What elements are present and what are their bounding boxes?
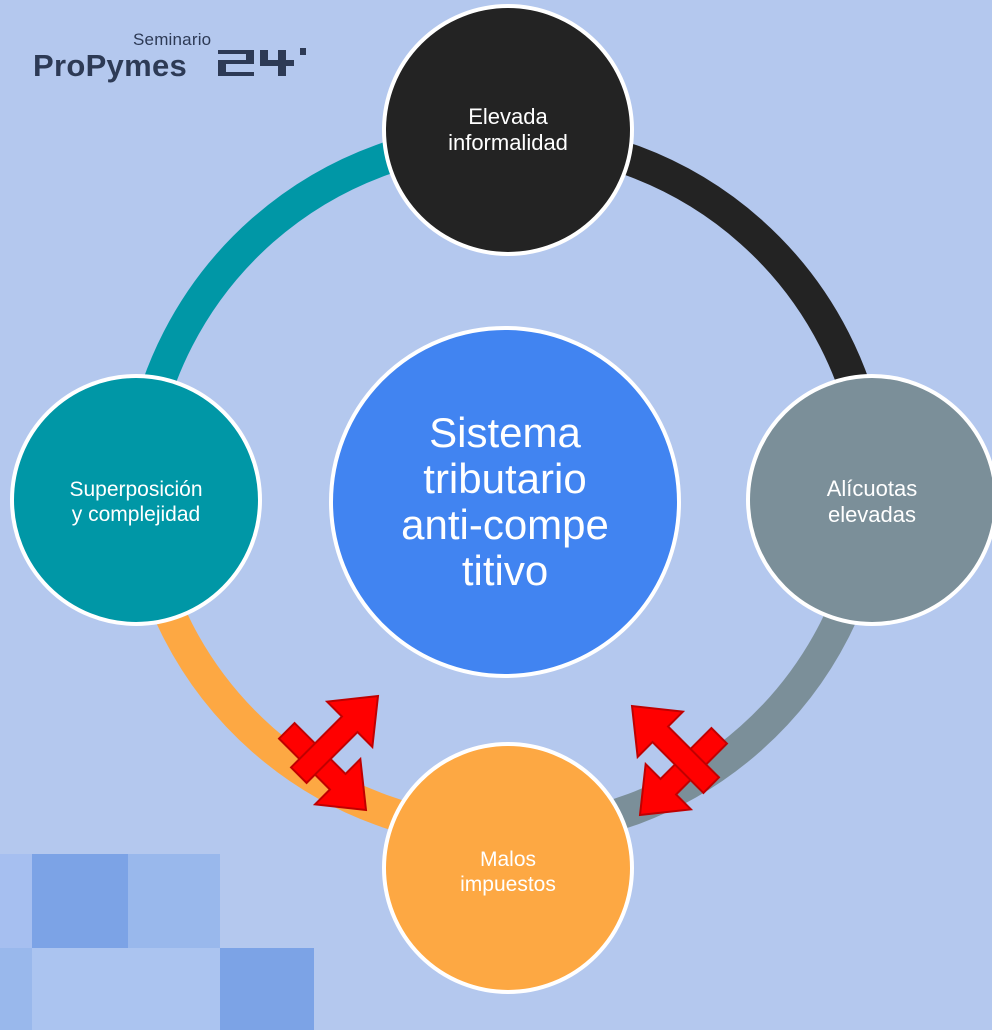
- node-alicuotas-elevadas: [746, 374, 992, 626]
- decor-square: [32, 948, 220, 1030]
- logo-name: ProPymes: [33, 48, 188, 83]
- node-elevada-informalidad: [382, 4, 634, 256]
- node-label-elevada-informalidad: Elevada informalidad: [448, 103, 568, 155]
- node-superposicion-complejidad: [10, 374, 262, 626]
- propymes-logo: Seminario ProPymes 24: [33, 28, 333, 98]
- decor-square: [0, 948, 32, 1030]
- logo-mark-24: 24: [218, 48, 306, 76]
- decor-square: [220, 948, 314, 1030]
- node-malos-impuestos: [382, 742, 634, 994]
- logo-superscript: Seminario: [133, 30, 212, 49]
- arrow-lower-right: [630, 704, 721, 795]
- node-label-malos-impuestos: Malos impuestos: [460, 847, 556, 896]
- arrow-lower-left: [289, 694, 380, 785]
- center-circle: [329, 326, 681, 678]
- decor-square: [128, 854, 220, 948]
- node-label-alicuotas-elevadas: Alícuotas elevadas: [826, 475, 918, 527]
- node-label-superposicion: Superposición y complejidad: [69, 477, 203, 526]
- decor-square: [32, 854, 128, 948]
- center-label: Sistema tributario anti-compe titivo: [401, 408, 609, 595]
- decor-square: [0, 854, 32, 948]
